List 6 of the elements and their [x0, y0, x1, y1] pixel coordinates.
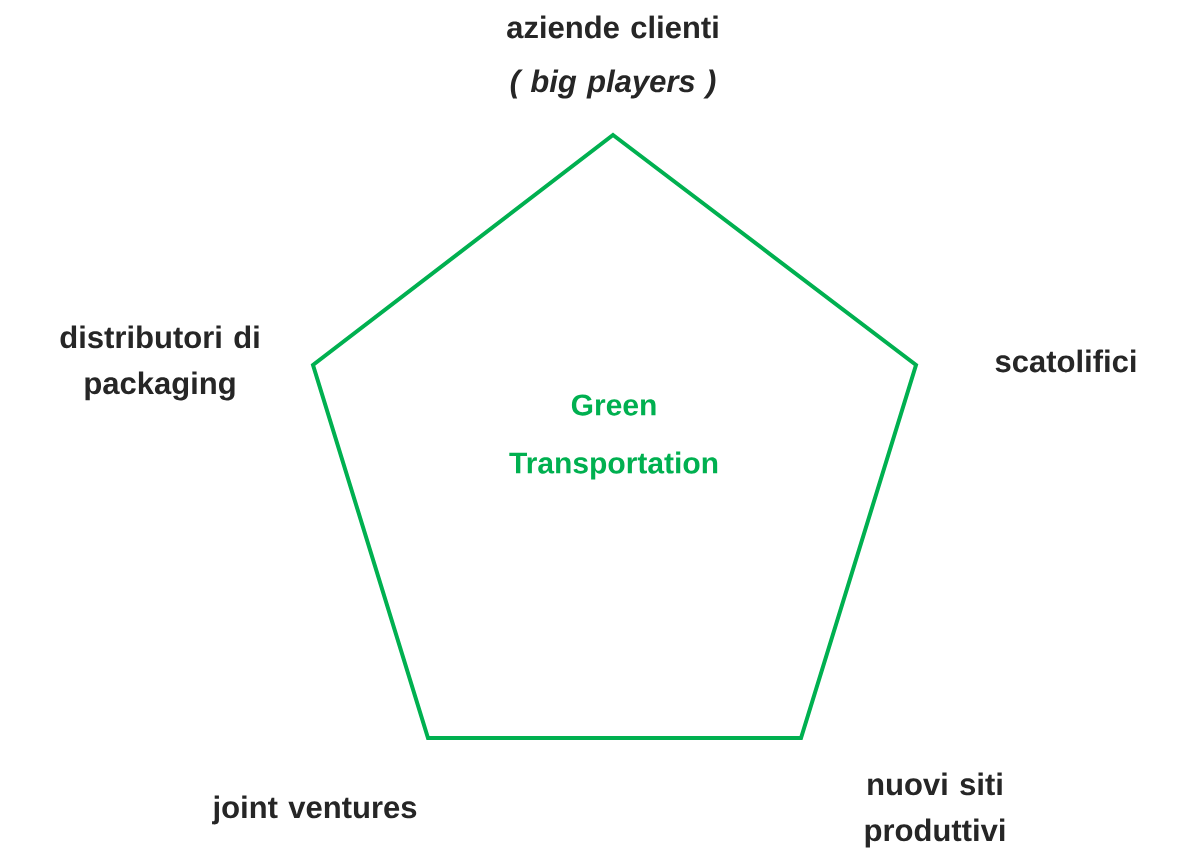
vertex-label: nuovi siti produttivi [865, 772, 1005, 848]
vertex-label: scatolifici [995, 349, 1136, 373]
vertex-label: ( big players ) [510, 69, 716, 99]
vertex-label: aziende clienti [507, 15, 718, 39]
vertex-label: joint ventures [212, 795, 417, 825]
vertex-label: distributori di packaging [60, 325, 259, 401]
